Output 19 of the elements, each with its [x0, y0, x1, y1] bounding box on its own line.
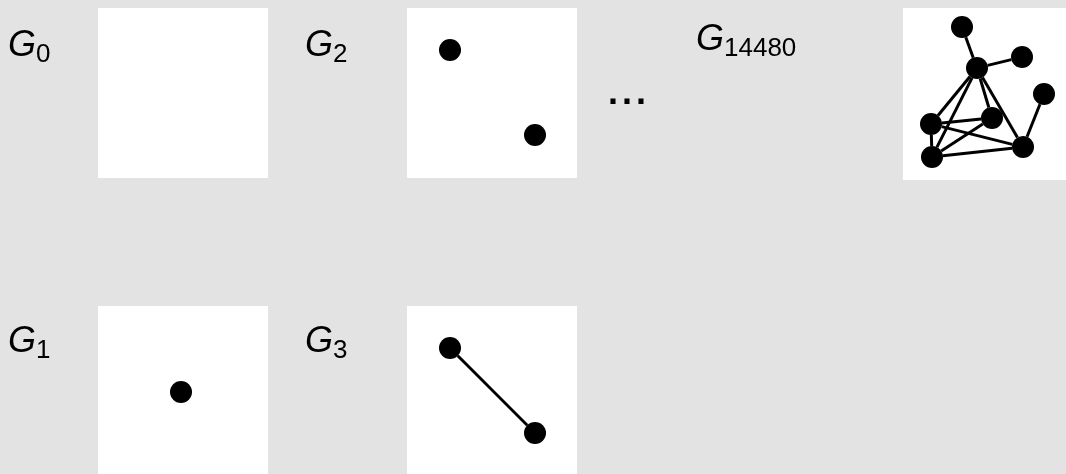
- graph-label: G$_{14480}$: [696, 18, 797, 58]
- graph-edge: [978, 78, 991, 108]
- graph-edge: [929, 134, 934, 147]
- graph-label: G$_{0}$: [8, 24, 51, 64]
- ellipsis-text: ...: [608, 72, 650, 112]
- graph-edge: [987, 58, 1012, 67]
- graph-edge: [964, 36, 975, 59]
- graph-edge: [1025, 103, 1042, 138]
- graph-label: G$_{3}$: [305, 320, 348, 360]
- graph-label: G$_{1}$: [8, 320, 51, 360]
- graph-edge: [981, 76, 1019, 139]
- graph-edge: [935, 77, 974, 148]
- graph-edge: [940, 122, 984, 153]
- graph-edge: [941, 125, 1013, 146]
- graph-edge: [936, 75, 972, 117]
- graph-edge: [941, 117, 982, 125]
- graph-edge: [456, 354, 529, 427]
- graph-label: G$_{2}$: [305, 24, 348, 64]
- graph-edge: [942, 146, 1013, 158]
